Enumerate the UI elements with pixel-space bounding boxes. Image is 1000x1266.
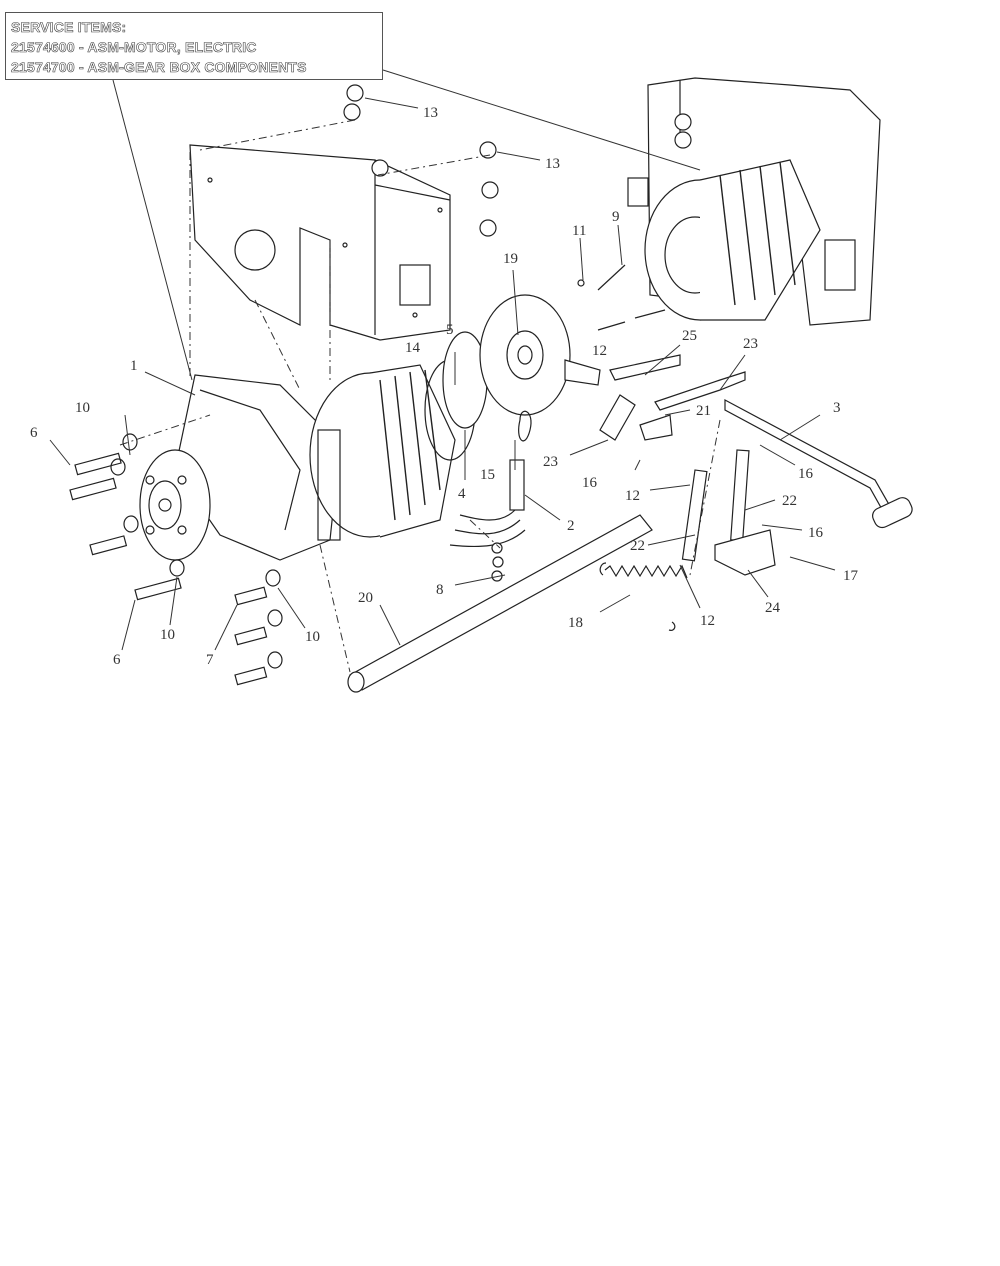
callout-8: 8 <box>436 582 444 598</box>
electric-motor <box>309 364 456 541</box>
callout-10c: 10 <box>305 629 320 645</box>
callout-17: 17 <box>843 568 859 584</box>
left-mounting-bracket <box>189 144 451 341</box>
leader-lines <box>49 69 836 651</box>
brake-disk <box>479 294 601 416</box>
callout-4: 4 <box>458 486 466 502</box>
callout-12a: 12 <box>592 343 607 359</box>
callout-12b: 12 <box>625 488 640 504</box>
callout-6a: 6 <box>30 425 38 441</box>
callout-1: 1 <box>130 358 138 374</box>
callout-14: 14 <box>405 340 421 356</box>
callout-9: 9 <box>612 209 620 225</box>
callout-19: 19 <box>503 251 518 267</box>
service-item-motor: 21574600 - ASM-MOTOR, ELECTRIC <box>11 39 257 56</box>
callout-3: 3 <box>833 400 841 416</box>
pedal-rod <box>724 399 913 529</box>
brake-linkage <box>599 354 776 576</box>
rod <box>347 514 653 693</box>
service-items-box: SERVICE ITEMS: 21574600 - ASM-MOTOR, ELE… <box>5 12 383 80</box>
callout-23a: 23 <box>743 336 758 352</box>
callout-12c: 12 <box>700 613 715 629</box>
callout-6b: 6 <box>113 652 121 668</box>
callout-13b: 13 <box>545 156 560 172</box>
callout-7: 7 <box>206 652 214 668</box>
gearbox-assembly <box>139 374 341 561</box>
centerlines <box>119 119 721 673</box>
bolts-left <box>69 452 268 686</box>
callout-labels: 1 2 3 4 5 6 6 7 8 9 10 10 10 11 12 12 12… <box>30 105 859 668</box>
callout-22b: 22 <box>630 538 645 554</box>
callout-5: 5 <box>446 322 454 338</box>
callout-23b: 23 <box>543 454 558 470</box>
callout-22a: 22 <box>782 493 797 509</box>
callout-10a: 10 <box>75 400 90 416</box>
callout-24: 24 <box>765 600 781 616</box>
pins <box>577 264 666 331</box>
callout-18: 18 <box>568 615 583 631</box>
callout-16b: 16 <box>798 466 814 482</box>
callout-25: 25 <box>682 328 697 344</box>
washers <box>110 433 283 669</box>
clip <box>518 410 532 442</box>
callout-11: 11 <box>572 223 586 239</box>
callout-21: 21 <box>696 403 711 419</box>
callout-16a: 16 <box>582 475 598 491</box>
nuts <box>343 84 504 582</box>
service-item-gearbox: 21574700 - ASM-GEAR BOX COMPONENTS <box>11 59 307 76</box>
assembled-view-motor <box>627 113 821 321</box>
callout-13a: 13 <box>423 105 438 121</box>
callout-2: 2 <box>567 518 575 534</box>
callout-10b: 10 <box>160 627 175 643</box>
callout-20: 20 <box>358 590 373 606</box>
wiring-harness <box>449 459 526 548</box>
service-items-heading: SERVICE ITEMS: <box>11 19 127 36</box>
spring <box>599 562 688 631</box>
callout-16c: 16 <box>808 525 824 541</box>
callout-15: 15 <box>480 467 495 483</box>
